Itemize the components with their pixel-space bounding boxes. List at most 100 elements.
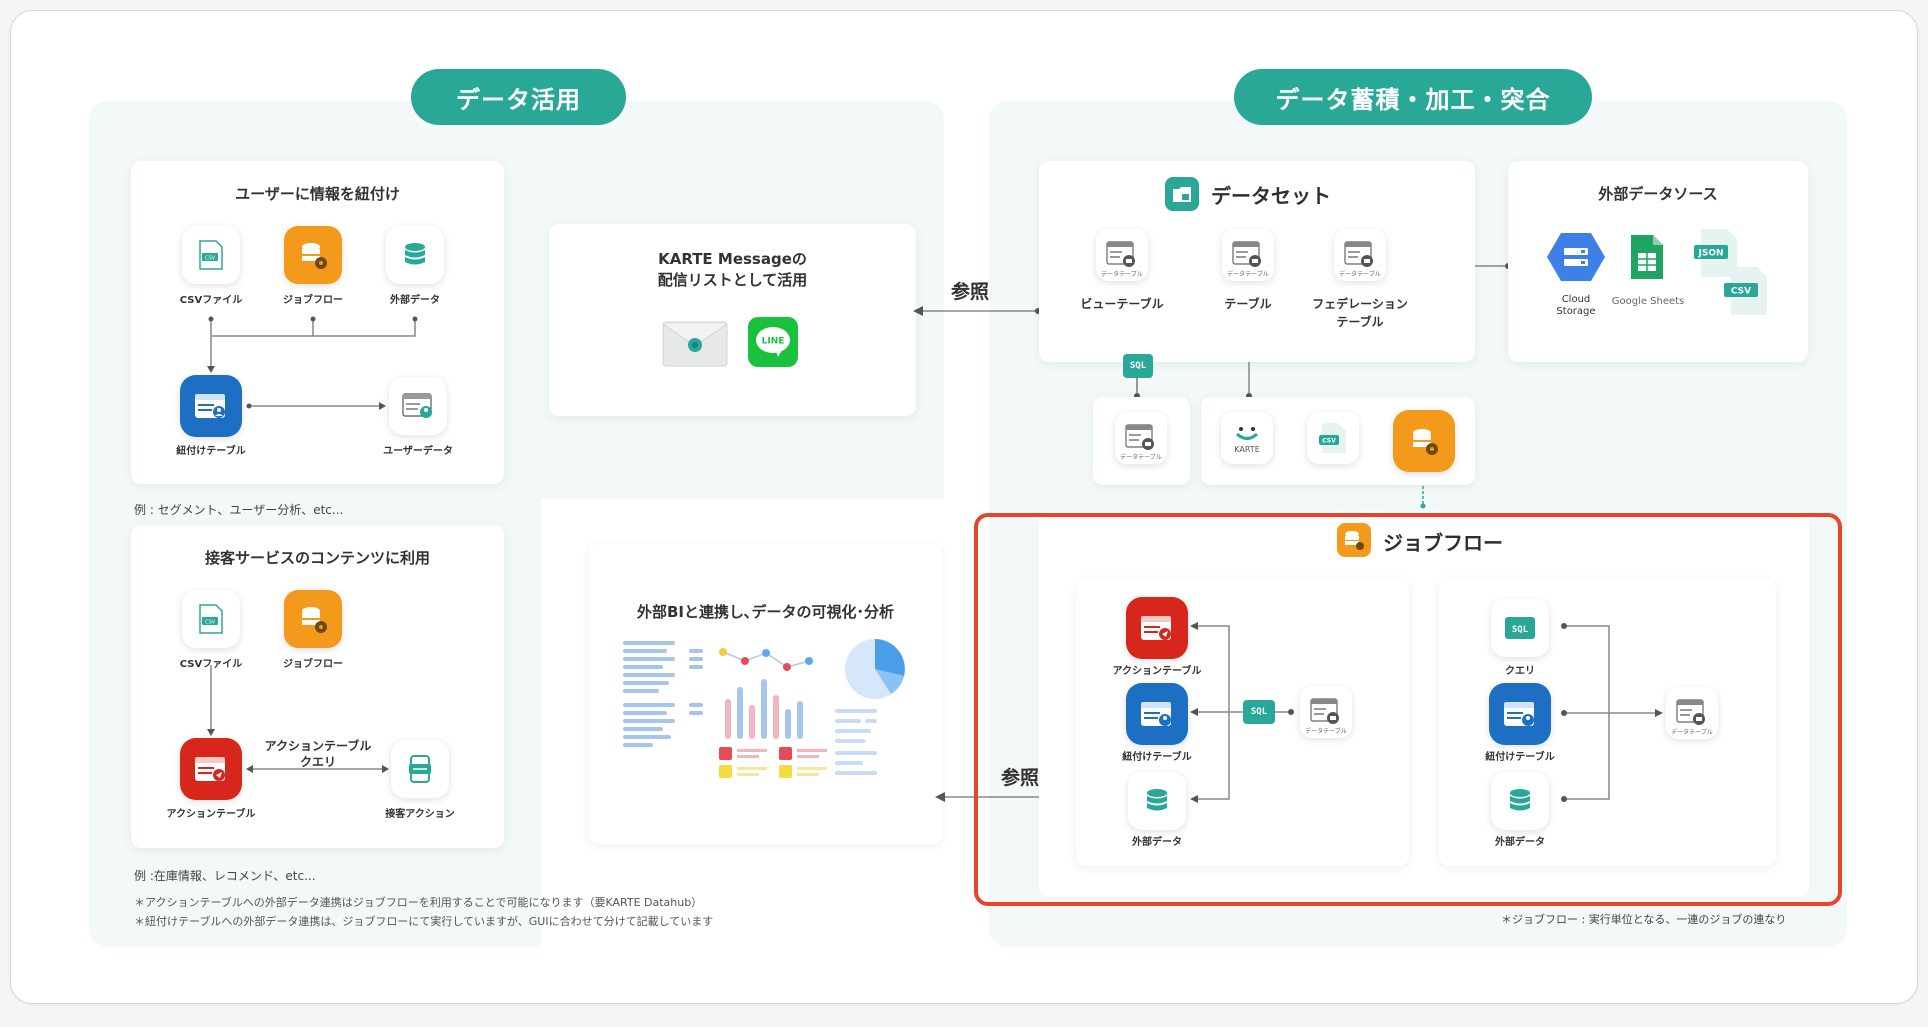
svg-text:CSV: CSV xyxy=(1731,287,1751,297)
reference-label-message: 参照 xyxy=(951,281,990,303)
service-card-example: 例 :在庫情報、レコメンド、etc... xyxy=(134,869,316,883)
csv-file-icon: CSV xyxy=(182,226,240,284)
query-label-line1: アクションテーブル xyxy=(264,739,372,753)
source-row-card: KARTE CSV xyxy=(1201,397,1475,485)
card-title: ユーザーに情報を紐付け xyxy=(235,185,400,203)
jobflow-icon xyxy=(284,590,342,648)
svg-text:CSV: CSV xyxy=(205,256,216,262)
link-card-connectors xyxy=(207,316,418,410)
jobflow-icon xyxy=(284,226,342,284)
external-bi-card: 外部BIと連携し､データの可視化･分析 xyxy=(589,544,942,844)
federation-table-icon: データテーブル xyxy=(1334,229,1386,281)
external-data-icon xyxy=(386,226,444,284)
table-icon: データテーブル xyxy=(1222,229,1274,281)
external-data-source-card: 外部データソース Cloud Storage Google Sheets JSO… xyxy=(1508,161,1808,362)
jobflow-right-card: SQL クエリ 紐付けテーブル 外部データ データテーブル xyxy=(1439,579,1776,866)
svg-text:CSV: CSV xyxy=(205,620,216,626)
query-label: クエリ xyxy=(1505,666,1535,677)
data-table-source-card: データテーブル xyxy=(1093,397,1190,485)
user-data-icon xyxy=(389,377,447,435)
reference-label-bi: 参照 xyxy=(1001,767,1040,789)
csv-label: CSVファイル xyxy=(179,659,243,670)
line-logo-icon: LINE xyxy=(748,317,798,367)
svg-text:JSON: JSON xyxy=(1697,249,1723,259)
external-data-label: 外部データ xyxy=(1495,837,1545,848)
dataset-icon xyxy=(1165,177,1199,211)
jobflow-highlight-frame xyxy=(974,513,1842,906)
svg-text:CSV: CSV xyxy=(1322,438,1336,445)
link-table-label: 紐付けテーブル xyxy=(176,446,246,457)
action-table-label: アクションテーブル xyxy=(1112,666,1202,677)
data-usage-header: データ活用 xyxy=(411,69,626,125)
federation-label-2: テーブル xyxy=(1336,315,1384,329)
view-table-icon: データテーブル xyxy=(1096,229,1148,281)
view-table-label: ビューテーブル xyxy=(1080,297,1164,311)
action-table-label: アクションテーブル xyxy=(166,809,256,820)
sql-badge: SQL xyxy=(1243,700,1275,724)
cloud-storage-label-1: Cloud xyxy=(1561,294,1591,305)
mini-label: データテーブル xyxy=(1227,271,1269,278)
jobflow-footnote: ＊ジョブフロー : 実行単位となる、一連のジョブの連なり xyxy=(1501,913,1787,926)
data-storage-header: データ蓄積・加工・突合 xyxy=(1234,69,1592,125)
external-data-label: 外部データ xyxy=(1132,837,1182,848)
external-source-title: 外部データソース xyxy=(1598,185,1718,203)
jobflow-label: ジョブフロー xyxy=(283,295,343,306)
dataset-card: データセット データテーブル ビューテーブル データテーブル テーブル データテ… xyxy=(1039,161,1475,362)
external-data-icon xyxy=(1128,772,1186,830)
jobflow-title: ジョブフロー xyxy=(1383,531,1503,555)
link-table-icon xyxy=(1489,683,1551,745)
external-data-icon xyxy=(1491,772,1549,830)
jobflow-icon xyxy=(1393,410,1455,472)
message-title-line2: 配信リストとして活用 xyxy=(657,271,808,289)
data-table-icon: データテーブル xyxy=(1115,412,1167,464)
jobflow-label: ジョブフロー xyxy=(283,659,343,670)
cloud-storage-icon xyxy=(1546,231,1606,287)
bi-title: 外部BIと連携し､データの可視化･分析 xyxy=(636,603,895,621)
query-icon: SQL xyxy=(1491,599,1549,657)
sql-badge: SQL xyxy=(1123,354,1153,378)
mini-label: データテーブル xyxy=(1101,271,1143,278)
link-table-label: 紐付けテーブル xyxy=(1122,752,1192,763)
csv-file-icon: CSV xyxy=(1307,412,1359,464)
link-table-icon xyxy=(180,375,242,437)
table-label: テーブル xyxy=(1224,297,1272,311)
link-info-card: ユーザーに情報を紐付け CSV CSVファイル ジョブフロー 外部データ 紐付け… xyxy=(131,161,504,484)
csv-file-icon: CSV xyxy=(1723,265,1769,321)
csv-file-icon: CSV xyxy=(182,590,240,648)
diagram-frame: データ活用 データ蓄積・加工・突合 ユーザーに情報を紐付け CSV CSVファイ… xyxy=(10,10,1918,1004)
json-file-icon: JSON xyxy=(1693,227,1739,283)
hospitality-action-label: 接客アクション xyxy=(385,809,455,820)
query-label: アクションテーブル クエリ xyxy=(238,738,398,770)
svg-text:KARTE: KARTE xyxy=(1234,445,1260,454)
federation-label-1: フェデレーション xyxy=(1312,297,1408,311)
dataset-title: データセット xyxy=(1211,184,1331,208)
jobflow-left-card: アクションテーブル 紐付けテーブル 外部データ SQL データテーブル xyxy=(1076,579,1409,866)
service-card-connectors xyxy=(207,665,389,773)
link-card-example: 例 : セグメント、ユーザー分析、etc... xyxy=(134,503,344,517)
user-data-label: ユーザーデータ xyxy=(383,446,453,457)
footnote-2: ＊紐付けテーブルへの外部データ連携は、ジョブフローにて実行していますが、GUIに… xyxy=(134,915,714,928)
mini-label: データテーブル xyxy=(1671,729,1713,736)
data-table-icon: データテーブル xyxy=(1300,686,1352,738)
mini-label: データテーブル xyxy=(1120,454,1162,461)
karte-message-card: KARTE Messageの 配信リストとして活用 LINE xyxy=(549,224,916,416)
card-title: 接客サービスのコンテンツに利用 xyxy=(204,549,430,567)
svg-text:SQL: SQL xyxy=(1512,625,1529,635)
external-data-label: 外部データ xyxy=(390,295,440,306)
query-label-line2: クエリ xyxy=(299,755,336,769)
footnote-1: ＊アクションテーブルへの外部データ連携はジョブフローを利用することで可能になりま… xyxy=(134,896,703,909)
karte-logo-icon: KARTE xyxy=(1221,412,1273,464)
google-sheets-icon xyxy=(1629,233,1665,285)
hospitality-action-icon xyxy=(391,740,449,798)
mail-envelope-icon xyxy=(662,320,728,372)
data-table-icon: データテーブル xyxy=(1666,687,1718,739)
jobflow-title-icon xyxy=(1337,523,1371,557)
action-table-icon xyxy=(180,738,242,800)
cloud-storage-label-2: Storage xyxy=(1556,306,1596,317)
message-title-line1: KARTE Messageの xyxy=(658,250,807,268)
bi-dashboard-illustration xyxy=(623,639,913,783)
csv-label: CSVファイル xyxy=(179,295,243,306)
mini-label: データテーブル xyxy=(1305,728,1347,735)
link-table-label: 紐付けテーブル xyxy=(1485,752,1555,763)
link-table-icon xyxy=(1126,683,1188,745)
